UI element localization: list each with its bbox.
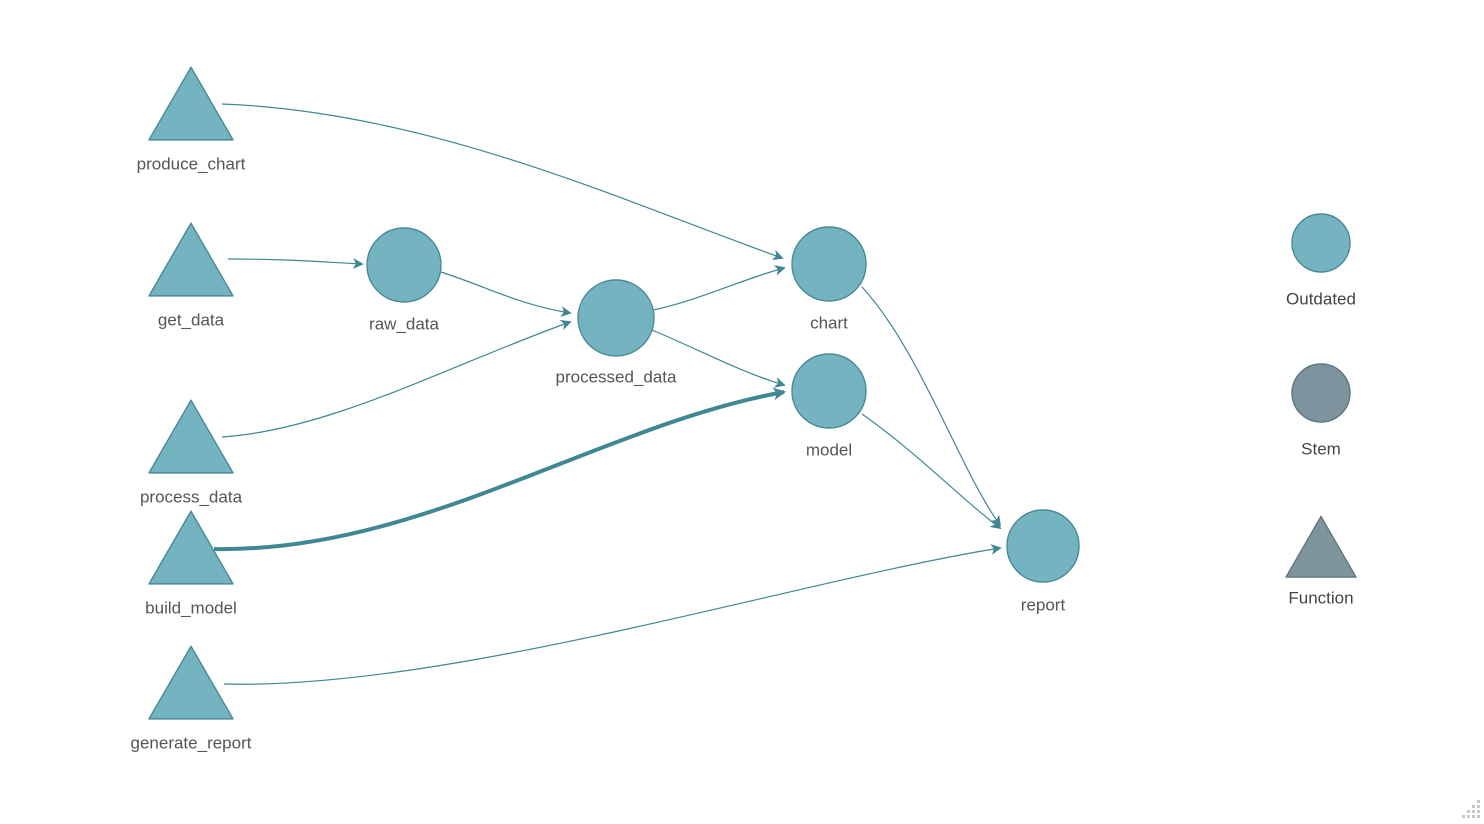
nodes-layer[interactable]: produce_chart get_data raw_data process_dat… <box>131 66 1080 752</box>
node-label: get_data <box>158 310 225 329</box>
graph-node-chart[interactable]: chart <box>791 226 867 332</box>
legend-label: Function <box>1288 588 1353 607</box>
graph-node-produce_chart[interactable]: produce_chart <box>137 66 246 173</box>
node-label: report <box>1021 595 1066 614</box>
node-triangle-icon[interactable] <box>148 222 234 297</box>
legend-outdated: Outdated <box>1286 213 1356 308</box>
legend-triangle-icon <box>1285 515 1357 578</box>
node-circle-icon[interactable] <box>791 353 867 429</box>
graph-edge <box>651 329 786 388</box>
legend-circle-icon <box>1291 213 1351 273</box>
graph-node-generate_report[interactable]: generate_report <box>131 645 252 752</box>
graph-edge <box>213 387 787 552</box>
resize-grip-icon <box>1462 800 1480 818</box>
graph-node-process_data[interactable]: process_data <box>140 399 243 506</box>
node-label: processed_data <box>556 367 678 386</box>
graph-node-raw_data[interactable]: raw_data <box>366 227 442 333</box>
node-label: chart <box>810 313 848 332</box>
node-triangle-icon[interactable] <box>148 399 234 474</box>
graph-node-model[interactable]: model <box>791 353 867 459</box>
node-label: build_model <box>145 598 237 617</box>
node-label: produce_chart <box>137 154 246 173</box>
node-circle-icon[interactable] <box>366 227 442 303</box>
graph-edge <box>652 265 786 311</box>
legend-label: Stem <box>1301 439 1341 458</box>
graph-edge <box>861 286 1002 527</box>
resize-grip-handle[interactable] <box>1460 797 1482 819</box>
graph-node-build_model[interactable]: build_model <box>145 510 237 617</box>
node-label: model <box>806 440 852 459</box>
graph-node-processed_data[interactable]: processed_data <box>556 279 678 386</box>
node-label: raw_data <box>369 314 439 333</box>
legend-function: Function <box>1285 515 1357 607</box>
graph-edge <box>440 271 572 317</box>
node-circle-icon[interactable] <box>1006 509 1080 583</box>
legend-stem: Stem <box>1291 363 1351 458</box>
node-triangle-icon[interactable] <box>148 510 234 585</box>
node-triangle-icon[interactable] <box>148 66 234 141</box>
legend-circle-icon <box>1291 363 1351 423</box>
graph-node-get_data[interactable]: get_data <box>148 222 234 329</box>
node-label: process_data <box>140 487 243 506</box>
graph-edge <box>227 258 364 269</box>
node-circle-icon[interactable] <box>577 279 655 357</box>
node-label: generate_report <box>131 733 252 752</box>
graph-node-report[interactable]: report <box>1006 509 1080 614</box>
node-circle-icon[interactable] <box>791 226 867 302</box>
graph-edge <box>861 413 1002 530</box>
legend-label: Outdated <box>1286 289 1356 308</box>
edges-layer <box>213 103 1002 685</box>
graph-edge <box>223 544 1002 685</box>
graph-edge <box>221 103 784 261</box>
node-triangle-icon[interactable] <box>148 645 234 720</box>
graph-edge <box>221 319 572 438</box>
